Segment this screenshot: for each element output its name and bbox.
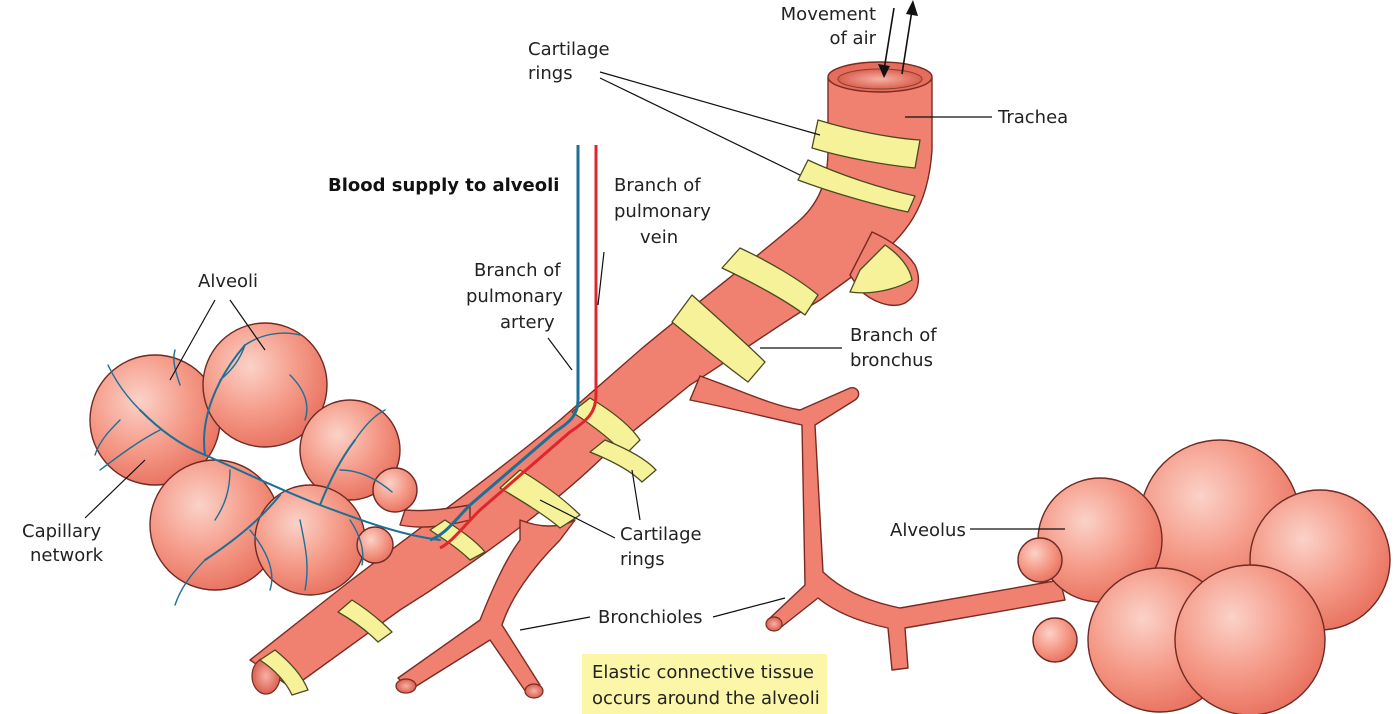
- label-cartilage-rings-mid: rings: [620, 549, 665, 570]
- note-text: occurs around the alveoli: [592, 688, 820, 709]
- label-alveolus: Alveolus: [890, 520, 966, 541]
- air-movement-arrows: [878, 0, 918, 78]
- note-text: Elastic connective tissue: [592, 662, 814, 683]
- pulmonary-artery-branch: [429, 145, 580, 542]
- alveolus-sac: [299, 399, 401, 501]
- alveolus-sac: [202, 322, 328, 448]
- label-movement-of-air: of air: [829, 28, 876, 49]
- cartilage-ring: [259, 649, 309, 696]
- cartilage-ring: [849, 244, 913, 294]
- label-pulmonary-vein: vein: [640, 227, 678, 248]
- alveoli-cluster-left: [89, 322, 418, 596]
- cartilage-rings: [259, 119, 921, 696]
- label-capillary-network: network: [30, 545, 104, 566]
- leader-lines: [84, 71, 1065, 631]
- label-pulmonary-vein: pulmonary: [614, 201, 711, 222]
- cartilage-ring: [797, 159, 916, 213]
- alveolus-cluster-right: [1017, 439, 1391, 714]
- label-branch-of-bronchus: Branch of: [850, 325, 937, 346]
- blood-vessels: [429, 145, 598, 550]
- cartilage-ring: [811, 119, 921, 169]
- labels: Movement of air Cartilage rings Trachea …: [22, 4, 1068, 628]
- pulmonary-vein-branch: [439, 145, 598, 550]
- cartilage-ring: [589, 439, 657, 483]
- label-bronchioles: Bronchioles: [598, 607, 703, 628]
- label-capillary-network: Capillary: [22, 521, 101, 542]
- note-box: Elastic connective tissue occurs around …: [582, 654, 827, 714]
- bronchus-main-tube: [249, 77, 933, 689]
- alveolus-sac: [1174, 564, 1326, 714]
- alveolus-sac: [1032, 617, 1078, 663]
- label-pulmonary-artery: Branch of: [474, 260, 561, 281]
- alveolus-sac: [1017, 537, 1063, 583]
- bronchiole-end: [524, 683, 544, 699]
- label-alveoli: Alveoli: [198, 271, 258, 292]
- alveolus-sac: [372, 467, 418, 513]
- bronchiole-end: [395, 678, 417, 694]
- label-blood-supply-title: Blood supply to alveoli: [328, 175, 559, 196]
- bronchus-right-branch: [689, 375, 1066, 671]
- label-branch-of-bronchus: bronchus: [850, 350, 933, 371]
- label-pulmonary-artery: artery: [500, 312, 555, 333]
- airway-tree: [249, 61, 1066, 699]
- capillary-network: [94, 332, 441, 606]
- cartilage-ring: [671, 294, 766, 383]
- label-pulmonary-artery: pulmonary: [466, 286, 563, 307]
- label-movement-of-air: Movement: [781, 4, 876, 25]
- label-pulmonary-vein: Branch of: [614, 175, 701, 196]
- cartilage-ring: [721, 247, 819, 316]
- arrow-down-icon: [878, 64, 890, 78]
- label-trachea: Trachea: [997, 107, 1068, 128]
- note-background: [582, 654, 827, 714]
- trachea-lumen: [837, 68, 923, 90]
- cartilage-ring: [337, 599, 393, 643]
- label-cartilage-rings-mid: Cartilage: [620, 524, 702, 545]
- cartilage-ring: [499, 469, 581, 529]
- label-cartilage-rings-top: rings: [528, 63, 573, 84]
- bronchiole-end: [765, 616, 783, 632]
- arrow-up-icon: [906, 0, 918, 16]
- alveolus-sac: [356, 526, 394, 564]
- label-cartilage-rings-top: Cartilage: [528, 39, 610, 60]
